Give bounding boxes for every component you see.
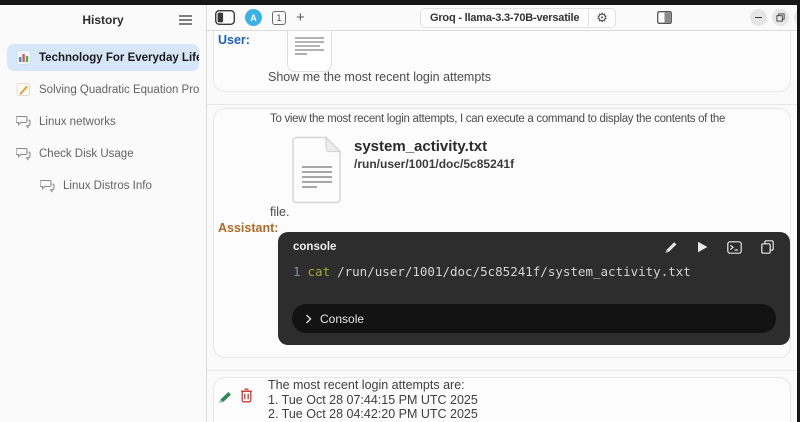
titlebar-right-cluster	[657, 5, 800, 30]
result-line: 1. Tue Oct 28 07:44:15 PM UTC 2025	[268, 392, 478, 407]
assistant-role-label: Assistant:	[218, 221, 279, 235]
result-message-card	[213, 377, 791, 422]
result-line: The most recent login attempts are:	[268, 378, 465, 392]
console-output-expander[interactable]: Console	[292, 304, 776, 333]
console-command-line: 1 cat/run/user/1001/doc/5c85241f/system_a…	[293, 264, 691, 279]
sidebar-item-solving-quadratic-equation[interactable]: Solving Quadratic Equation Pro…	[7, 76, 199, 103]
assistant-result-text: The most recent login attempts are: 1. T…	[268, 378, 478, 422]
sidebar-item-check-disk-usage[interactable]: Check Disk Usage	[7, 140, 199, 167]
file-page-icon	[291, 136, 343, 209]
sidebar-header: History	[0, 5, 206, 35]
assistant-after-file-text: file.	[270, 205, 290, 219]
result-line: 2. Tue Oct 28 04:42:20 PM UTC 2025	[268, 407, 478, 422]
delete-message-icon[interactable]	[240, 388, 253, 408]
tab-counter-button[interactable]: 1	[272, 10, 286, 25]
copy-code-icon[interactable]	[761, 240, 774, 254]
sidebar-item-label: Check Disk Usage	[39, 147, 134, 160]
attached-document-thumbnail[interactable]	[287, 31, 332, 72]
pencil-note-icon	[16, 82, 31, 97]
titlebar: A 1 + Groq - llama-3.3-70B-versatile ⚙	[207, 5, 800, 31]
user-role-label: User:	[218, 33, 250, 47]
console-header: console	[293, 240, 774, 254]
minimize-icon	[755, 16, 762, 19]
minimize-button[interactable]	[750, 9, 767, 26]
sidebar-item-technology-for-everyday-life[interactable]: Technology For Everyday Life	[7, 44, 199, 71]
chat-scroll-area[interactable]: User: Show me the most recent login atte…	[207, 31, 797, 422]
console-code-block: console	[278, 232, 790, 345]
edit-message-icon[interactable]	[218, 391, 233, 409]
model-title: Groq - llama-3.3-70B-versatile	[430, 12, 580, 24]
main-panel: A 1 + Groq - llama-3.3-70B-versatile ⚙	[207, 5, 800, 422]
sidebar-title: History	[82, 13, 124, 27]
line-number: 1	[293, 264, 301, 279]
new-tab-button[interactable]: +	[296, 9, 305, 26]
hamburger-menu-icon[interactable]	[178, 13, 193, 27]
file-attachment[interactable]: system_activity.txt /run/user/1001/doc/5…	[291, 136, 514, 209]
sidebar-item-label: Technology For Everyday Life	[39, 51, 199, 64]
model-selector[interactable]: Groq - llama-3.3-70B-versatile ⚙	[420, 8, 616, 28]
run-code-icon[interactable]	[697, 241, 708, 253]
user-message-text: Show me the most recent login attempts	[268, 70, 492, 84]
titlebar-left-cluster: A 1 +	[215, 5, 305, 30]
file-name: system_activity.txt	[354, 138, 488, 155]
turn-separator	[207, 370, 797, 371]
command-argument: /run/user/1001/doc/5c85241f/system_activ…	[337, 264, 691, 279]
top-edge-strip	[0, 0, 800, 5]
edit-code-icon[interactable]	[664, 241, 678, 254]
console-language-label: console	[293, 241, 337, 253]
sidebar-item-label: Linux Distros Info	[63, 179, 152, 192]
console-expander-label: Console	[320, 311, 365, 326]
restore-button[interactable]	[772, 9, 789, 26]
history-list: Technology For Everyday Life Solving Qua…	[0, 35, 206, 199]
gear-icon[interactable]: ⚙	[588, 9, 615, 27]
file-path: /run/user/1001/doc/5c85241f	[354, 157, 515, 171]
chat-bubbles-icon	[16, 114, 31, 129]
sidebar-item-label: Solving Quadratic Equation Pro…	[39, 83, 199, 96]
sidebar-item-label: Linux networks	[39, 115, 116, 128]
assistant-intro-text: To view the most recent login attempts, …	[270, 113, 726, 125]
file-attachment-texts: system_activity.txt /run/user/1001/doc/5…	[354, 136, 514, 209]
history-sidebar: History Technology For Everyday Life Sol…	[0, 5, 207, 422]
command-keyword: cat	[307, 264, 331, 279]
terminal-icon[interactable]	[727, 240, 742, 254]
chat-bubbles-icon	[16, 146, 31, 161]
panel-right-toggle-icon[interactable]	[657, 11, 672, 29]
chevron-right-icon	[306, 314, 312, 323]
right-edge-strip	[797, 0, 800, 422]
chat-bubbles-icon	[40, 178, 55, 193]
sidebar-item-linux-distros-info[interactable]: Linux Distros Info	[31, 172, 199, 199]
sidebar-item-linux-networks[interactable]: Linux networks	[7, 108, 199, 135]
turn-separator	[207, 104, 797, 105]
bar-chart-icon	[16, 50, 31, 65]
active-tab-avatar[interactable]: A	[245, 9, 262, 26]
console-actions	[664, 240, 774, 254]
sidebar-toggle-icon[interactable]	[215, 10, 235, 25]
